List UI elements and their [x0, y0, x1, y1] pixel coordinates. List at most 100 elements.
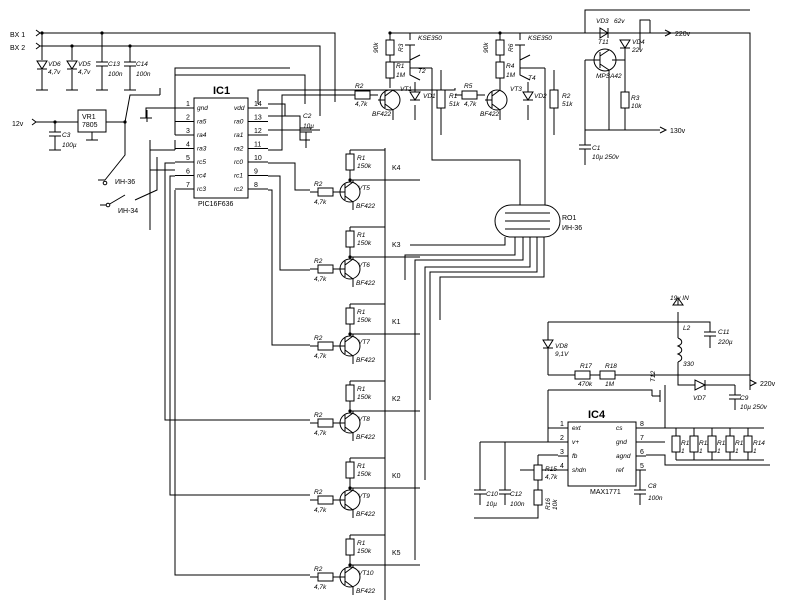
ic4-body: [567, 421, 637, 487]
sense-resistor-bus: [646, 427, 764, 461]
regulator-section: 12v VR1 7805 C3 100µ ИН-36 ИН-34: [12, 88, 175, 215]
c2-value: 10µ: [303, 123, 314, 130]
ic1-pin-name: vdd: [234, 105, 245, 112]
input-bx2-label: BX 2: [10, 45, 25, 52]
r6-name: R6: [508, 43, 515, 52]
sense-resistor-value: 1: [717, 448, 721, 455]
vd4-name: VD4: [632, 39, 645, 46]
sense-resistor: [725, 435, 735, 453]
c9-value: 10µ 250v: [740, 404, 768, 411]
base-resistor: [317, 341, 334, 351]
vd7-name: VD7: [693, 395, 706, 402]
sense-resistor-value: 1: [699, 448, 703, 455]
vr1-value: 7805: [82, 122, 98, 129]
ic4-pin-num: 8: [640, 421, 644, 428]
vd5-name: VD5: [78, 61, 91, 68]
cathode-transistor-leads: [338, 257, 354, 287]
r1b-name: R1: [449, 93, 458, 100]
r16-value: 10k: [552, 499, 559, 510]
r4-value: 1M: [506, 72, 516, 79]
c3-name: C3: [62, 132, 71, 139]
button-b1-label: ИН-36: [115, 179, 135, 186]
cathode-resistor-value: 150k: [357, 471, 372, 478]
r1b-value: 51k: [449, 101, 460, 108]
base-resistor-value: 4,7k: [314, 430, 327, 437]
vd8-value: 9,1V: [555, 351, 569, 358]
ic4-pin-name: gnd: [616, 439, 627, 446]
r18-value: 1M: [605, 381, 615, 388]
cathode-resistor-name: R1: [357, 540, 366, 547]
sense-resistor: [671, 435, 681, 453]
ic4-pin-name: fb: [572, 453, 578, 460]
base-resistor-name: R2: [314, 258, 323, 265]
cathode-k-label: K5: [392, 550, 401, 557]
r17-name: R17: [580, 363, 592, 370]
c13-value: 100n: [108, 71, 123, 78]
ic4-pin-num: 2: [560, 435, 564, 442]
cathode-transistor-part: BF422: [356, 357, 376, 364]
sense-resistor-value: 1: [681, 448, 685, 455]
cathode-transistor-name: VT7: [358, 339, 370, 346]
base-resistor: [317, 264, 334, 274]
cathode-resistor: [345, 538, 355, 556]
sense-resistor-name: R13: [735, 440, 747, 447]
cathode-k-label: K3: [392, 242, 401, 249]
base-resistor: [317, 418, 334, 428]
ic1-pin-name: ra0: [234, 119, 244, 126]
ic4-name: IC4: [588, 409, 606, 421]
cathode-wire: [349, 303, 385, 334]
ic1-pin-name: rc4: [197, 173, 206, 180]
r15-value: 4,7k: [545, 474, 558, 481]
cathode-k-label: K0: [392, 473, 401, 480]
sense-resistor: [707, 435, 717, 453]
vd8-name: VD8: [555, 343, 568, 350]
vd4-value: 22v: [631, 47, 643, 54]
base-resistor-name: R2: [314, 489, 323, 496]
cathode-transistor-leads: [338, 411, 354, 441]
nixie-tube: RO1 ИН-36: [404, 204, 582, 560]
ic4-pin-name: v+: [572, 439, 579, 446]
c12-value: 100n: [510, 501, 525, 508]
ic1-pin-num: 2: [186, 115, 190, 122]
sense-resistor-name: R11: [699, 440, 711, 447]
vr1-name: VR1: [82, 114, 96, 121]
cathode-resistor: [345, 153, 355, 171]
cathode-transistor-part: BF422: [356, 203, 376, 210]
boost-section: 19v IN C11 220µ L2 330 VD8 9,1V R17 470k…: [474, 295, 776, 519]
vd2-name: VD2: [534, 93, 547, 100]
t11-name: T11: [598, 39, 609, 46]
r1a-name: R1: [396, 63, 405, 70]
r2-name: R2: [355, 83, 364, 90]
r17-value: 470k: [578, 381, 593, 388]
c1-name: C1: [592, 145, 601, 152]
ic1-pin-name: rc3: [197, 186, 206, 193]
cathode-transistor-name: VT9: [358, 493, 370, 500]
cathode-transistor-part: BF422: [356, 511, 376, 518]
sense-resistor-name: R12: [717, 440, 729, 447]
base-resistor-name: R2: [314, 335, 323, 342]
ic1-pin-num: 12: [254, 128, 262, 135]
r15-name: R15: [545, 466, 557, 473]
l2-name: L2: [683, 325, 691, 332]
r2-value: 4,7k: [355, 101, 368, 108]
v220-label: 220v: [675, 31, 691, 38]
cathode-resistor-name: R1: [357, 155, 366, 162]
base-resistor-value: 4,7k: [314, 507, 327, 514]
ic1-pin-num: 5: [186, 155, 190, 162]
base-resistor-name: R2: [314, 181, 323, 188]
ic4-pin-num: 4: [560, 463, 564, 470]
ic4-pin-name: cs: [616, 425, 623, 432]
cathode-transistor-leads: [338, 334, 354, 364]
r2b-value: 51k: [562, 101, 573, 108]
sense-resistor-name: R14: [753, 440, 765, 447]
c11-name: C11: [718, 329, 730, 336]
ic1-pin-num: 8: [254, 182, 258, 189]
c3-value: 100µ: [62, 142, 77, 149]
sense-resistor: [689, 435, 699, 453]
ic1-name: IC1: [213, 85, 230, 97]
ic1-pin-num: 6: [186, 169, 190, 176]
vd1-name: VD1: [423, 93, 436, 100]
